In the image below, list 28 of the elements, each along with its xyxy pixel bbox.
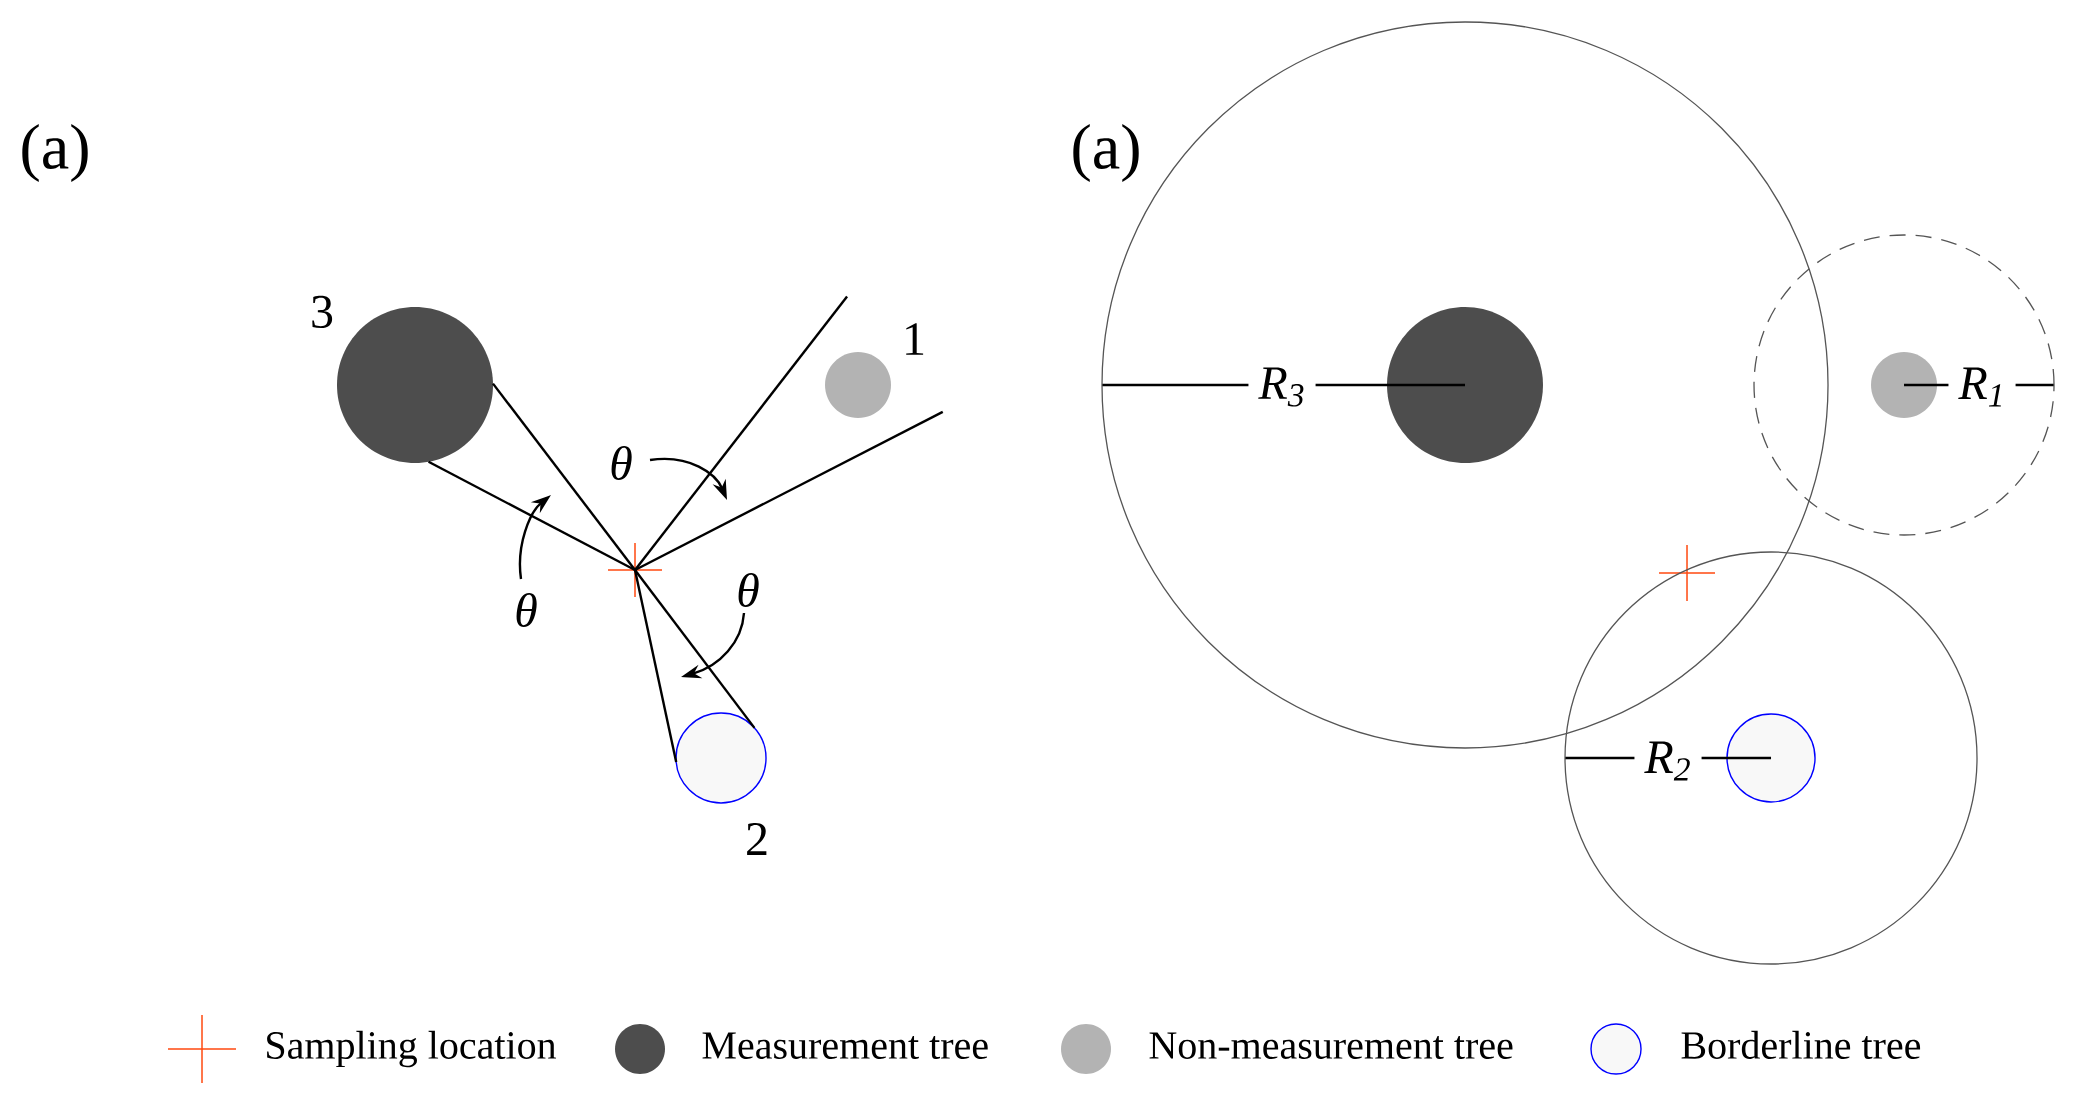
wedge-line [428, 460, 636, 572]
legend-label: Measurement tree [702, 1032, 988, 1059]
wedge-line [634, 295, 848, 571]
wedge-line [633, 569, 678, 763]
legend-label: Non-measurement tree [1149, 1032, 1513, 1059]
zone-circle [1753, 234, 2055, 536]
tree-circle [1726, 713, 1816, 803]
zone-circle [1564, 551, 1978, 965]
panel-label: (a) [1073, 124, 1139, 182]
tree-number: 2 [747, 823, 767, 855]
tree-circle [1871, 352, 1937, 418]
sampling-cross [607, 542, 663, 598]
panel-label: (a) [22, 124, 88, 182]
legend-label: Sampling location [267, 1030, 557, 1068]
radius-label: R$_{2}$ [1634, 731, 1702, 791]
angle-label: θ [516, 593, 537, 627]
sampling-cross [1658, 544, 1716, 602]
tree-number: 1 [906, 323, 924, 355]
wedge-line [492, 382, 636, 571]
wedge-line [634, 569, 756, 729]
tree-number: 3 [312, 295, 333, 329]
legend-label: Borderline tree [1681, 1030, 1921, 1059]
tree-circle [1387, 307, 1543, 463]
angle-label: θ [738, 573, 759, 607]
wedge-line [634, 410, 944, 572]
angle-label: θ [611, 446, 632, 480]
radius-label: R$_{3}$ [1248, 357, 1316, 417]
radius-label: R$_{1}$ [1948, 357, 2016, 417]
